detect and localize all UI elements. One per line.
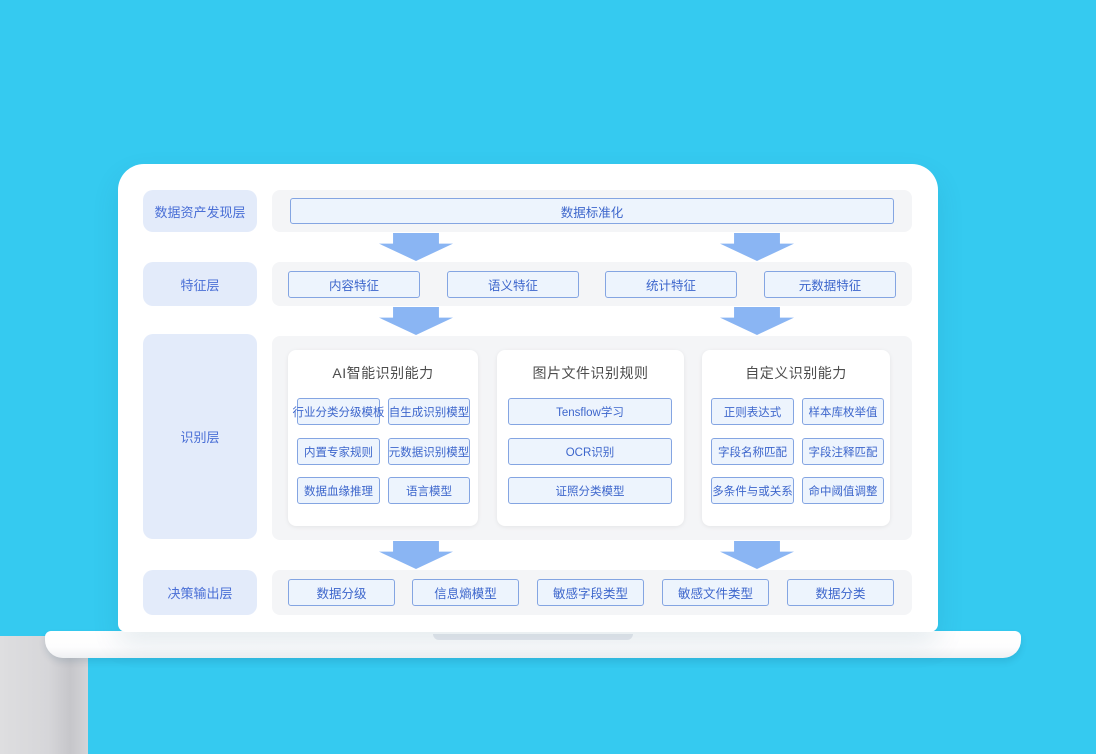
node-sample-enum-values: 样本库枚举值 <box>802 398 884 425</box>
down-arrow-icon <box>720 541 794 569</box>
card-ai-recognition: AI智能识别能力 行业分类分级模板 自生成识别模型 内置专家规则 元数据识别模型… <box>288 350 478 526</box>
node-data-classification: 数据分类 <box>787 579 894 606</box>
node-self-generated-model: 自生成识别模型 <box>388 398 470 425</box>
node-regex: 正则表达式 <box>711 398 794 425</box>
layer-label-text: 特征层 <box>180 277 220 293</box>
node-tensflow-learning: Tensflow学习 <box>508 398 672 425</box>
card-image-file-recognition: 图片文件识别规则 Tensflow学习 OCR识别 证照分类模型 <box>497 350 684 526</box>
node-industry-template: 行业分类分级模板 <box>293 398 385 425</box>
node-language-model: 语言模型 <box>388 477 470 504</box>
node-multi-condition-logic: 多条件与或关系 <box>711 477 794 504</box>
laptop-base-notch <box>433 634 633 640</box>
node-ocr-recognition: OCR识别 <box>508 438 672 465</box>
node-hit-threshold-adjust: 命中阈值调整 <box>802 477 884 504</box>
node-statistic-feature: 统计特征 <box>605 271 737 298</box>
laptop-base <box>45 631 1021 658</box>
node-semantic-feature: 语义特征 <box>447 271 579 298</box>
node-information-entropy-model: 信息熵模型 <box>412 579 519 606</box>
layer-label-text: 决策输出层 <box>167 586 233 601</box>
node-field-name-match: 字段名称匹配 <box>711 438 794 465</box>
layer-label-feature: 特征层 <box>143 262 257 306</box>
down-arrow-icon <box>379 541 453 569</box>
down-arrow-icon <box>379 307 453 335</box>
node-content-feature: 内容特征 <box>288 271 420 298</box>
down-arrow-icon <box>720 307 794 335</box>
row-decision-output: 数据分级 信息熵模型 敏感字段类型 敏感文件类型 数据分类 <box>272 570 912 615</box>
node-sensitive-file-type: 敏感文件类型 <box>662 579 769 606</box>
node-data-standardization: 数据标准化 <box>290 198 894 224</box>
card-custom-recognition: 自定义识别能力 正则表达式 样本库枚举值 字段名称匹配 字段注释匹配 多条件与或… <box>702 350 890 526</box>
node-sensitive-field-type: 敏感字段类型 <box>537 579 644 606</box>
node-certificate-classification-model: 证照分类模型 <box>508 477 672 504</box>
laptop-screen: 数据资产发现层 特征层 识别层 决策输出层 数据标准化 内容特征 语义特征 统计… <box>118 164 938 632</box>
node-data-lineage-inference: 数据血缘推理 <box>297 477 380 504</box>
down-arrow-icon <box>720 233 794 261</box>
node-field-comment-match: 字段注释匹配 <box>802 438 884 465</box>
node-metadata-feature: 元数据特征 <box>764 271 896 298</box>
row-data-asset-discovery: 数据标准化 <box>272 190 912 232</box>
layer-label-data-asset-discovery: 数据资产发现层 <box>143 190 257 232</box>
node-data-grading: 数据分级 <box>288 579 395 606</box>
layer-label-decision-output: 决策输出层 <box>143 570 257 615</box>
layer-label-text: 识别层 <box>180 430 220 445</box>
card-title: 图片文件识别规则 <box>532 365 649 381</box>
layer-label-recognition: 识别层 <box>143 334 257 539</box>
layer-label-text: 数据资产发现层 <box>154 204 246 220</box>
card-title: 自定义识别能力 <box>745 365 847 381</box>
row-features: 内容特征 语义特征 统计特征 元数据特征 <box>272 262 912 306</box>
node-metadata-recognition-model: 元数据识别模型 <box>388 438 470 465</box>
row-recognition: AI智能识别能力 行业分类分级模板 自生成识别模型 内置专家规则 元数据识别模型… <box>272 336 912 540</box>
node-builtin-expert-rules: 内置专家规则 <box>297 438 380 465</box>
card-title: AI智能识别能力 <box>332 365 434 381</box>
down-arrow-icon <box>379 233 453 261</box>
